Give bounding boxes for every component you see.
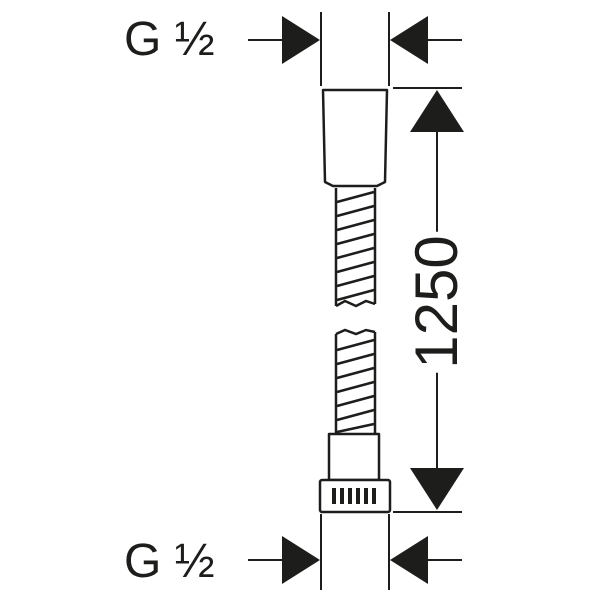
length-arrow-bottom: [410, 468, 464, 510]
top-right-arrow: [390, 16, 428, 64]
knurl-grooves: [332, 488, 376, 504]
lower-hose-segment: [334, 328, 377, 434]
lower-hose-windings: [336, 338, 375, 434]
bottom-knurled-nut: [318, 478, 392, 514]
thread-size-top-label: G ½: [124, 13, 215, 66]
thread-size-bottom-label: G ½: [124, 535, 215, 588]
top-left-arrow: [282, 16, 320, 64]
bottom-right-arrow: [390, 536, 428, 584]
length-arrow-top: [410, 90, 464, 132]
top-cone-nut: [321, 88, 389, 188]
bottom-sleeve: [327, 432, 381, 482]
hose-length-label: 1250: [403, 231, 470, 373]
upper-hose-segment: [334, 188, 377, 308]
bottom-left-arrow: [282, 536, 320, 584]
upper-hose-windings: [336, 190, 375, 302]
